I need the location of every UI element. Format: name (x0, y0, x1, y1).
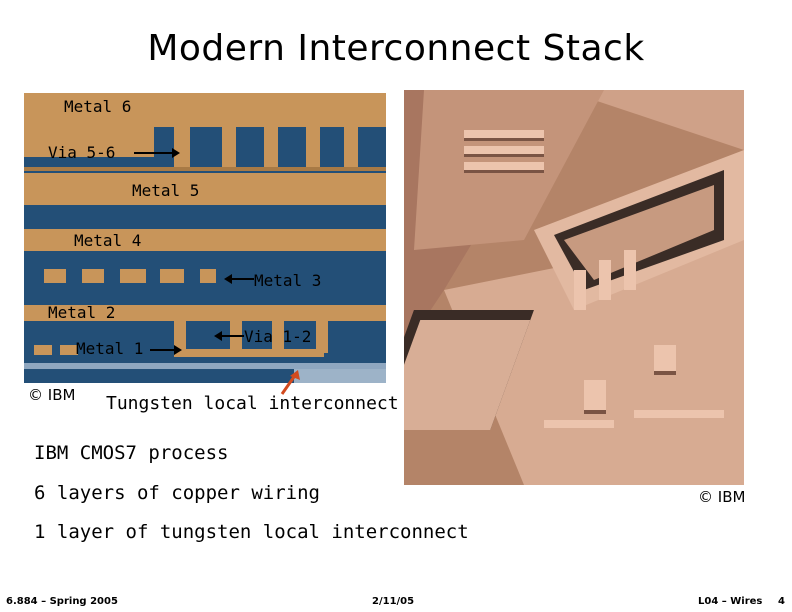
footer-course: 6.884 – Spring 2005 (6, 596, 118, 607)
cross-section-image: Metal 6 Via 5-6 Metal 5 Metal 4 Metal 3 … (24, 93, 386, 383)
left-image-copyright: © IBM (28, 386, 76, 404)
arrow-via-1-2 (214, 331, 244, 341)
label-via-1-2: Via 1-2 (244, 327, 312, 346)
bullet-tungsten-layer: 1 layer of tungsten local interconnect (34, 521, 469, 543)
label-metal-4: Metal 4 (74, 231, 142, 250)
arrow-via-5-6 (134, 148, 180, 158)
label-via-5-6: Via 5-6 (48, 143, 116, 162)
label-metal-6: Metal 6 (64, 97, 132, 116)
arrow-metal-3 (224, 274, 254, 284)
label-metal-3: Metal 3 (254, 271, 322, 290)
footer-lecture: L04 – Wires (698, 596, 763, 607)
slide-title: Modern Interconnect Stack (147, 28, 645, 69)
footer-date: 2/11/05 (372, 596, 415, 607)
bullet-copper-layers: 6 layers of copper wiring (34, 482, 320, 504)
label-metal-2: Metal 2 (48, 303, 116, 322)
sem-3d-image (404, 90, 744, 485)
footer-page-number: 4 (778, 596, 785, 607)
tungsten-pointer-arrow (280, 370, 300, 395)
arrow-metal-1 (150, 345, 182, 355)
label-metal-5: Metal 5 (132, 181, 200, 200)
right-image-copyright: © IBM (698, 488, 746, 506)
label-metal-1: Metal 1 (76, 339, 144, 358)
tungsten-caption: Tungsten local interconnect (106, 393, 399, 414)
bullet-process: IBM CMOS7 process (34, 442, 229, 464)
